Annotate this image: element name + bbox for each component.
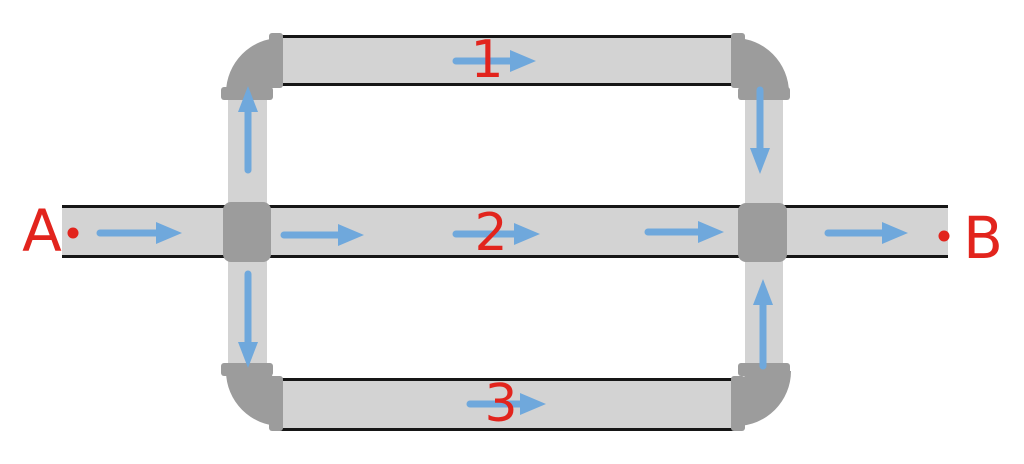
source-dot	[67, 227, 79, 239]
label-branch-1: 1	[470, 30, 504, 90]
flow-arrow-branch1-right-icon	[452, 50, 536, 72]
pipe-middle	[62, 205, 948, 258]
flow-arrow-branch3-right-icon	[466, 393, 546, 415]
label-branch-2: 2	[474, 203, 508, 263]
elbow-top-left-icon	[221, 33, 283, 100]
flow-arrow-outlet-right-icon	[824, 222, 908, 244]
elbow-bottom-left-icon	[221, 363, 283, 431]
label-branch-3: 3	[484, 374, 518, 434]
flow-arrow-middle-right-right-icon	[644, 221, 724, 243]
flow-arrow-branch2-right-icon	[452, 223, 540, 245]
flow-arrow-middle-left-right-icon	[280, 224, 364, 246]
sink-dot	[938, 230, 950, 242]
junction-right-icon	[738, 203, 787, 262]
elbow-bottom-right-icon	[731, 363, 791, 431]
flow-arrow-inlet-right-icon	[96, 222, 182, 244]
junction-left-icon	[223, 202, 271, 262]
label-sink-b: B	[963, 204, 1003, 272]
flow-arrow-right-up-icon	[753, 279, 773, 370]
flow-arrow-left-down-icon	[238, 270, 258, 368]
label-source-a: A	[22, 197, 62, 265]
flow-arrow-left-up-icon	[238, 86, 258, 174]
elbow-top-right-icon	[731, 33, 790, 100]
flow-arrow-right-down-icon	[750, 86, 770, 174]
